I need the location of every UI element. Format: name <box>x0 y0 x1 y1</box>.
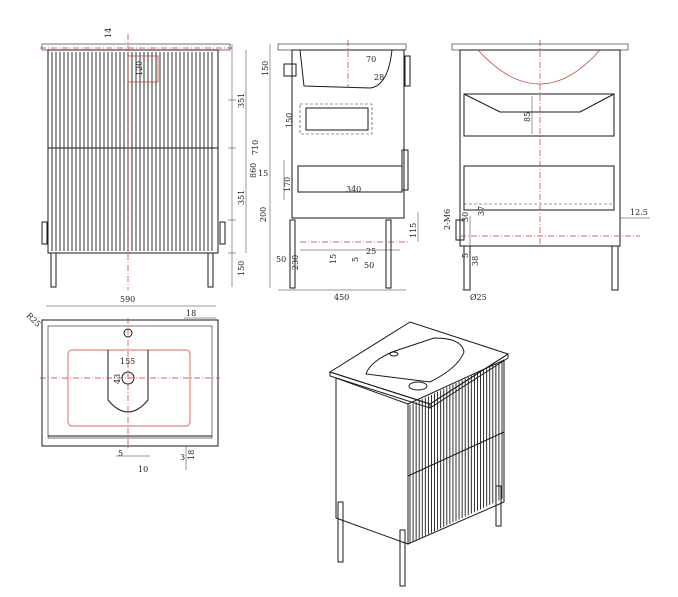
back-dim-side: 12.5 <box>630 208 648 217</box>
back-basin-outline <box>477 49 601 85</box>
iso-drawer-split <box>407 431 505 477</box>
iso-front-panel <box>407 359 505 545</box>
iso-countertop-top <box>328 321 510 405</box>
top-view: 590 R25 18 155 43 5 10 3 18 <box>25 295 220 474</box>
iso-leg-1 <box>337 501 344 563</box>
side-cabinet-body <box>291 49 405 219</box>
front-countertop <box>41 43 231 51</box>
front-cabinet-body <box>47 49 219 254</box>
back-view: 85 12.5 2-M6 30 37 5 38 Ø25 <box>443 40 650 302</box>
iso-drain <box>408 381 428 391</box>
front-bracket-left <box>41 221 48 245</box>
front-dim-h3: 710 <box>251 140 260 155</box>
iso-view <box>328 321 510 587</box>
side-dim-drawer-h: 150 <box>285 113 294 128</box>
side-dim-width: 450 <box>334 293 349 302</box>
front-dim-top: 14 <box>104 28 113 38</box>
side-dim-d5: 5 <box>351 257 360 262</box>
back-dim-b5: 5 <box>461 253 470 258</box>
side-handle-top <box>404 55 411 87</box>
top-dim-b18: 18 <box>187 450 196 460</box>
side-dim-foot-w: 50 <box>276 255 286 264</box>
side-handle-bottom <box>401 149 409 191</box>
side-basin-profile <box>299 49 393 89</box>
top-outline <box>41 319 219 447</box>
side-leg-front <box>289 219 296 289</box>
iso-side-panel <box>335 377 409 545</box>
side-leg-back <box>385 219 392 289</box>
back-dim-b38: 38 <box>471 256 480 266</box>
top-dim-corner: R25 <box>25 311 43 329</box>
side-view: 150 70 28 150 860 15 170 340 200 230 50 … <box>249 40 419 302</box>
side-overflow-symbol <box>283 63 297 77</box>
side-dim-drawer2-h: 170 <box>283 177 292 192</box>
back-bolt-detail <box>455 219 465 241</box>
side-dim-d115: 115 <box>409 223 418 238</box>
side-dim-sink-b: 28 <box>374 73 384 82</box>
front-leg-left <box>50 252 57 288</box>
top-dim-tap: 43 <box>113 374 122 384</box>
side-dim-d50: 50 <box>364 261 374 270</box>
front-dim-h2: 351 <box>237 93 246 108</box>
front-bracket-right <box>219 221 226 245</box>
side-dim-drawer2-w: 340 <box>346 185 361 194</box>
side-upper-drawer <box>299 103 373 135</box>
front-dim-h1: 120 <box>135 61 144 76</box>
top-bowl-outline <box>67 349 191 427</box>
back-shelf-frame <box>463 93 615 137</box>
top-dimension-lines <box>116 317 216 470</box>
iso-leg-2 <box>399 529 406 587</box>
back-dim-bolt: 2-M6 <box>443 209 452 230</box>
side-dim-sink-w: 70 <box>366 55 376 64</box>
front-view: 14 120 351 710 351 150 <box>40 28 260 290</box>
back-dimension-lines <box>462 96 650 291</box>
front-dim-h5: 150 <box>237 261 246 276</box>
iso-tap-hole <box>389 351 399 357</box>
back-dim-b30: 30 <box>461 212 470 222</box>
side-countertop <box>277 43 407 51</box>
back-shelf-top <box>463 93 615 113</box>
front-overflow-box <box>127 55 159 83</box>
side-dim-foot-b: 15 <box>329 254 338 264</box>
back-dim-b37: 37 <box>477 206 486 216</box>
top-rim <box>47 325 213 439</box>
iso-countertop-side <box>429 353 509 409</box>
side-dimension-lines <box>269 44 419 291</box>
top-dim-b10: 10 <box>138 465 148 474</box>
back-leg-right <box>611 245 619 291</box>
front-leg-right <box>207 252 214 288</box>
top-dim-edge: 18 <box>186 309 196 318</box>
top-dim-b3: 3 <box>180 453 185 462</box>
front-dim-h4: 351 <box>237 190 246 205</box>
back-leg-left <box>463 245 471 291</box>
top-dim-bowl: 155 <box>120 357 135 366</box>
back-dim-shelf-h: 85 <box>523 112 532 122</box>
side-dim-total-h: 860 <box>249 163 258 178</box>
front-flutes <box>51 52 213 251</box>
side-dim-leg-h: 200 <box>259 207 268 222</box>
iso-basin <box>365 337 465 383</box>
side-dim-d25: 25 <box>366 247 376 256</box>
back-dim-dia: Ø25 <box>470 293 487 302</box>
back-drawer-frame <box>463 165 615 211</box>
iso-leg-3 <box>495 485 502 527</box>
side-drawer-box <box>305 107 369 131</box>
top-dim-width: 590 <box>120 295 135 304</box>
top-dim-b5: 5 <box>118 449 123 458</box>
iso-flutes <box>409 361 503 543</box>
front-dimension-lines <box>228 44 247 287</box>
side-dim-gap: 15 <box>258 169 268 178</box>
side-dim-sink-h: 150 <box>261 61 270 76</box>
side-dim-leg-b: 230 <box>291 255 300 270</box>
